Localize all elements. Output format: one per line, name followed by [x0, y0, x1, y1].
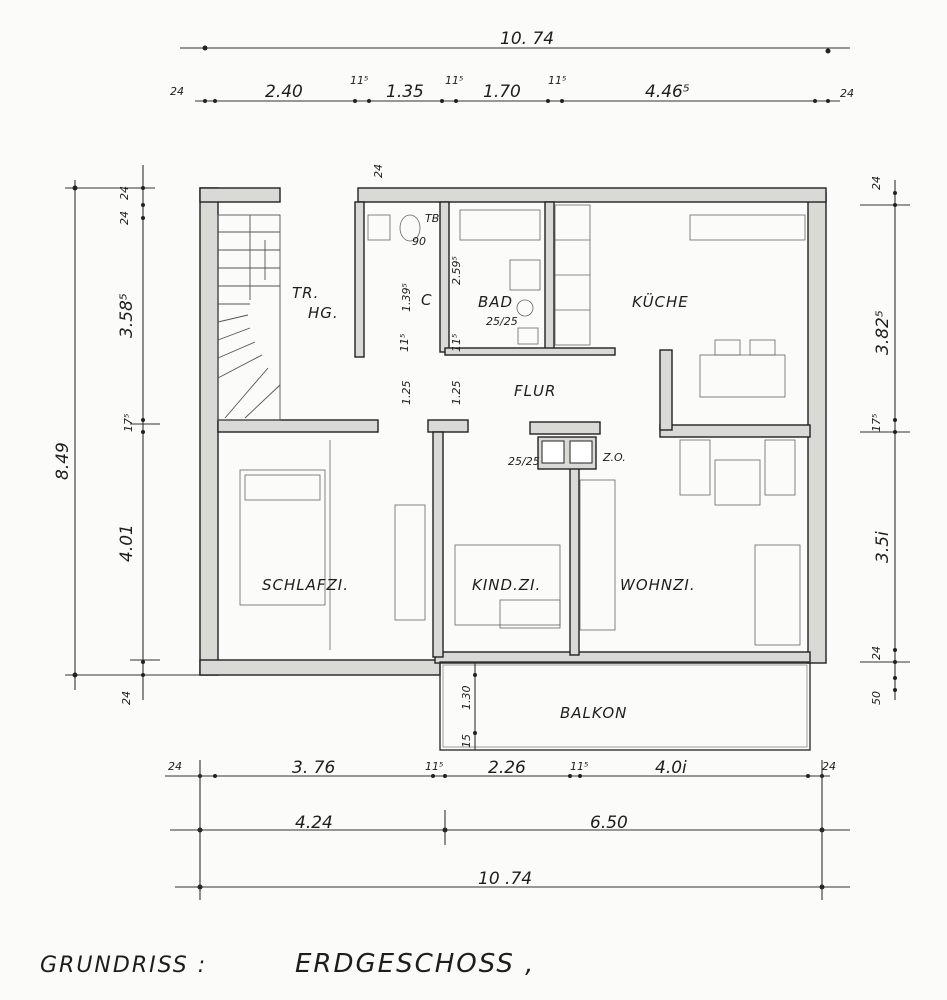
- wall-dim-b: 11⁵: [450, 334, 463, 352]
- top-seg-1: 24: [170, 85, 184, 98]
- chimney-size-1: 25/25: [486, 315, 518, 328]
- left-seg-3: 3.58⁵: [117, 293, 137, 338]
- right-seg-6: 50: [870, 691, 883, 705]
- west-wall: [199, 187, 219, 676]
- kitchen-label: KÜCHE: [632, 292, 689, 311]
- kids-room-label: KIND.ZI.: [472, 576, 541, 594]
- north-wall: [357, 187, 827, 203]
- hallway-label: FLUR: [514, 382, 556, 400]
- bottom-dimensions: 24 3. 76 11⁵ 2.26 11⁵ 4.0i 24 4.24 6.50 …: [165, 758, 850, 900]
- left-seg-4: 17⁵: [122, 414, 135, 432]
- door-width-note: 90: [412, 235, 426, 248]
- wc-label: C: [421, 291, 432, 309]
- bed-kid-wall: [432, 431, 444, 658]
- chimney-size-2: 25/25: [508, 455, 540, 468]
- bad-depth-dim: 2.59⁵: [450, 256, 463, 285]
- bottom-seg-5: 11⁵: [570, 760, 588, 773]
- right-seg-5: 24: [870, 646, 883, 660]
- top-seg-2: 2.40: [265, 82, 303, 102]
- right-seg-3: 17⁵: [870, 414, 883, 432]
- caption-grundriss: GRUNDRISS :: [40, 953, 207, 978]
- bottom-seg-4: 2.26: [488, 758, 526, 778]
- flur-dim-1: 1.25: [400, 381, 413, 406]
- kitchen-corridor-wall: [659, 349, 673, 431]
- bedroom-north-wall: [217, 419, 379, 433]
- stair-label-line1: TR.: [292, 284, 319, 302]
- balcony-label: BALKON: [560, 704, 627, 722]
- south-wall-west: [199, 659, 441, 676]
- bottom-seg-1: 24: [168, 760, 182, 773]
- bottom-split-left: 4.24: [295, 813, 333, 833]
- caption: GRUNDRISS : ERDGESCHOSS ,: [40, 949, 535, 979]
- interior-dimensions: 1.25 1.25 1.39⁵ 2.59⁵ 11⁵ 11⁵ 25/25 25/2…: [372, 164, 540, 468]
- flur-dim-2: 1.25: [450, 381, 463, 406]
- wall-dim-a: 11⁵: [398, 334, 411, 352]
- top-overall-dim: 10. 74: [500, 29, 554, 49]
- top-seg-6: 1.70: [483, 82, 521, 102]
- wc-depth-dim: 1.39⁵: [400, 283, 413, 312]
- top-seg-8: 4.46⁵: [645, 82, 690, 102]
- furniture: [239, 204, 806, 650]
- left-seg-2: 24: [118, 211, 131, 225]
- balcony-rail-dim: 15: [460, 734, 473, 748]
- bad-kitchen-wall: [544, 201, 555, 353]
- bottom-seg-6: 4.0i: [655, 758, 687, 778]
- room-labels: TR. HG. C BAD KÜCHE FLUR SCHLAFZI. KIND.…: [262, 284, 696, 722]
- bottom-split-right: 6.50: [590, 813, 628, 833]
- top-seg-4: 1.35: [386, 82, 424, 102]
- right-seg-2: 3.82⁵: [873, 310, 893, 355]
- caption-erdgeschoss: ERDGESCHOSS ,: [295, 949, 535, 979]
- top-seg-3: 11⁵: [350, 74, 368, 87]
- right-dimensions: 24 3.82⁵ 17⁵ 3.5i 24 50: [860, 176, 910, 705]
- walls: [199, 187, 827, 676]
- bottom-seg-7: 24: [822, 760, 836, 773]
- zo-note: Z.O.: [602, 451, 626, 464]
- bedroom-label: SCHLAFZI.: [262, 576, 349, 594]
- living-north-wall: [659, 424, 811, 438]
- top-seg-9: 24: [840, 87, 854, 100]
- left-dimensions: 8.49 24 24 3.58⁵ 17⁵ 4.01 24: [53, 165, 200, 705]
- right-seg-1: 24: [870, 176, 883, 190]
- wc-west-wall: [354, 201, 365, 358]
- bottom-seg-2: 3. 76: [292, 758, 335, 778]
- left-seg-1: 24: [118, 186, 131, 200]
- wc-bad-wall: [439, 201, 450, 353]
- bottom-overall-dim: 10 .74: [478, 869, 532, 889]
- top-dimensions: 10. 74 24 2.40 11⁵ 1.35 11⁵ 1.70 11⁵ 4.4…: [170, 29, 854, 103]
- bottom-seg-3: 11⁵: [425, 760, 443, 773]
- top-seg-7: 11⁵: [548, 74, 566, 87]
- stair-label-line2: HG.: [308, 304, 339, 322]
- corridor-wall-b: [529, 421, 601, 435]
- bathroom-label: BAD: [478, 293, 513, 311]
- north-wall-stair: [199, 187, 281, 203]
- right-seg-4: 3.5i: [873, 531, 893, 563]
- left-seg-5: 4.01: [117, 524, 137, 562]
- east-wall: [807, 192, 827, 664]
- staircase: [217, 214, 281, 421]
- top-seg-5: 11⁵: [445, 74, 463, 87]
- living-room-label: WOHNZI.: [620, 576, 696, 594]
- bad-south-wall: [444, 347, 616, 356]
- left-seg-6: 24: [120, 691, 133, 705]
- left-overall-dim: 8.49: [53, 442, 73, 480]
- kid-living-wall: [569, 454, 580, 656]
- balcony-depth-dim: 1.30: [460, 686, 473, 711]
- corridor-wall-a: [427, 419, 469, 433]
- balcony: 1.30 15: [439, 661, 811, 751]
- upper-wall-dim: 24: [372, 164, 385, 178]
- tb-note: TB: [425, 212, 439, 225]
